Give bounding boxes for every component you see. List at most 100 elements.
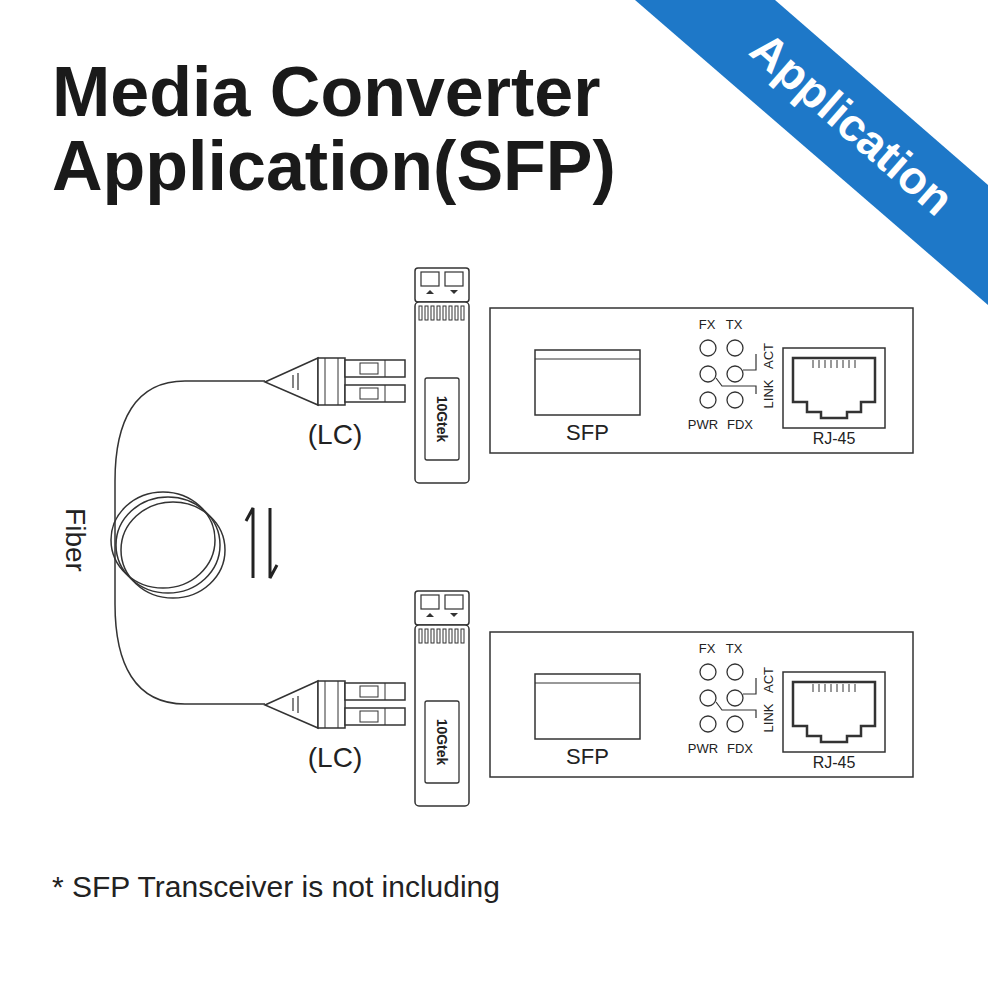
fiber-coil bbox=[121, 502, 225, 598]
led bbox=[700, 366, 716, 382]
direction-arrow bbox=[246, 508, 253, 578]
drawing-stroke bbox=[318, 681, 345, 728]
module-fin bbox=[449, 306, 452, 320]
module-fin bbox=[431, 629, 434, 643]
diagram-title: Media Converter Application(SFP) bbox=[52, 55, 652, 203]
led bbox=[727, 690, 743, 706]
drawing-stroke bbox=[345, 708, 405, 725]
module-fin bbox=[461, 306, 464, 320]
drawing-stroke bbox=[360, 686, 378, 697]
lc-connector: (LC) bbox=[265, 355, 405, 407]
drawing-stroke bbox=[360, 363, 378, 374]
label-window bbox=[425, 701, 459, 783]
drawing-stroke bbox=[360, 388, 378, 399]
drawing-stroke bbox=[360, 711, 378, 722]
leader-line bbox=[716, 702, 756, 718]
drawing-stroke bbox=[415, 268, 469, 302]
rj45-port-outline bbox=[783, 348, 885, 428]
jack-contact bbox=[837, 684, 838, 692]
brand-label: 10Gtek bbox=[434, 719, 450, 766]
drawing-stroke bbox=[535, 359, 640, 360]
drawing-stroke bbox=[415, 591, 469, 625]
drawing-stroke bbox=[293, 696, 298, 713]
module-fin bbox=[419, 629, 422, 643]
drawing-stroke bbox=[385, 360, 386, 402]
jack-outline bbox=[793, 682, 875, 742]
jack-contact bbox=[825, 360, 826, 368]
drawing-stroke bbox=[318, 358, 345, 405]
rj45-port: RJ-45 bbox=[783, 348, 885, 428]
jack-contact bbox=[831, 684, 832, 692]
media-converter: FXTXACTLINKPWRFDXSFPRJ-45 bbox=[490, 308, 913, 453]
jack-contact bbox=[831, 360, 832, 368]
led-label: ACT bbox=[762, 343, 777, 369]
drawing-stroke bbox=[345, 683, 405, 700]
drawing-stroke bbox=[385, 683, 386, 725]
led-label: PWR bbox=[688, 742, 718, 757]
lc-connector-outline bbox=[265, 355, 405, 407]
drawing-stroke bbox=[535, 350, 640, 415]
drawing-stroke bbox=[345, 385, 405, 402]
banner-text: Application bbox=[740, 22, 964, 226]
led bbox=[727, 366, 743, 382]
led bbox=[700, 340, 716, 356]
fiber-cable bbox=[115, 381, 265, 704]
led-label: FX bbox=[699, 642, 716, 657]
jack-contact bbox=[855, 684, 856, 692]
module-fin bbox=[437, 629, 440, 643]
drawing-stroke bbox=[426, 613, 458, 617]
cable-label: Fiber bbox=[59, 508, 91, 572]
connector-label: (LC) bbox=[255, 742, 415, 774]
module-fin bbox=[443, 306, 446, 320]
jack-contact bbox=[825, 684, 826, 692]
module-fin bbox=[431, 306, 434, 320]
led-label: TX bbox=[726, 318, 743, 333]
label-window bbox=[425, 378, 459, 460]
led-label: ACT bbox=[762, 667, 777, 693]
led-label: FX bbox=[699, 318, 716, 333]
drawing-stroke bbox=[415, 625, 469, 806]
led bbox=[727, 340, 743, 356]
sfp-slot: SFP bbox=[535, 350, 640, 415]
jack-contact bbox=[843, 360, 844, 368]
jack-contact bbox=[849, 684, 850, 692]
drawing-stroke bbox=[783, 672, 885, 752]
drawing-stroke bbox=[445, 272, 463, 286]
sfp-slot: SFP bbox=[535, 674, 640, 739]
drawing-stroke bbox=[490, 308, 913, 453]
jack-contact bbox=[813, 684, 814, 692]
drawing-stroke bbox=[293, 373, 298, 390]
jack-contact bbox=[843, 684, 844, 692]
led-label: TX bbox=[726, 642, 743, 657]
rj45-port: RJ-45 bbox=[783, 672, 885, 752]
sfp-transceiver: 10Gtek bbox=[413, 591, 471, 808]
drawing-stroke bbox=[325, 358, 338, 405]
port-label: RJ-45 bbox=[773, 430, 895, 448]
drawing-stroke bbox=[421, 595, 439, 609]
drawing-stroke bbox=[325, 681, 338, 728]
slot-label: SFP bbox=[525, 420, 650, 445]
rj45-port-outline bbox=[783, 672, 885, 752]
module-fin bbox=[425, 306, 428, 320]
port-label: RJ-45 bbox=[773, 754, 895, 772]
led bbox=[727, 664, 743, 680]
jack-contact bbox=[819, 360, 820, 368]
drawing-stroke bbox=[535, 683, 640, 684]
drawing-stroke bbox=[265, 358, 318, 405]
drawing-stroke bbox=[415, 302, 469, 483]
jack-contact bbox=[849, 360, 850, 368]
drawing-stroke bbox=[445, 595, 463, 609]
led bbox=[700, 664, 716, 680]
module-fin bbox=[425, 629, 428, 643]
jack-contact bbox=[819, 684, 820, 692]
drawing-stroke bbox=[535, 674, 640, 739]
sfp-transceiver: 10Gtek bbox=[413, 268, 471, 485]
led-label: FDX bbox=[727, 418, 753, 433]
led bbox=[700, 392, 716, 408]
led-label: LINK bbox=[762, 704, 777, 733]
module-fin bbox=[455, 629, 458, 643]
module-fin bbox=[437, 306, 440, 320]
led bbox=[727, 392, 743, 408]
led bbox=[700, 690, 716, 706]
